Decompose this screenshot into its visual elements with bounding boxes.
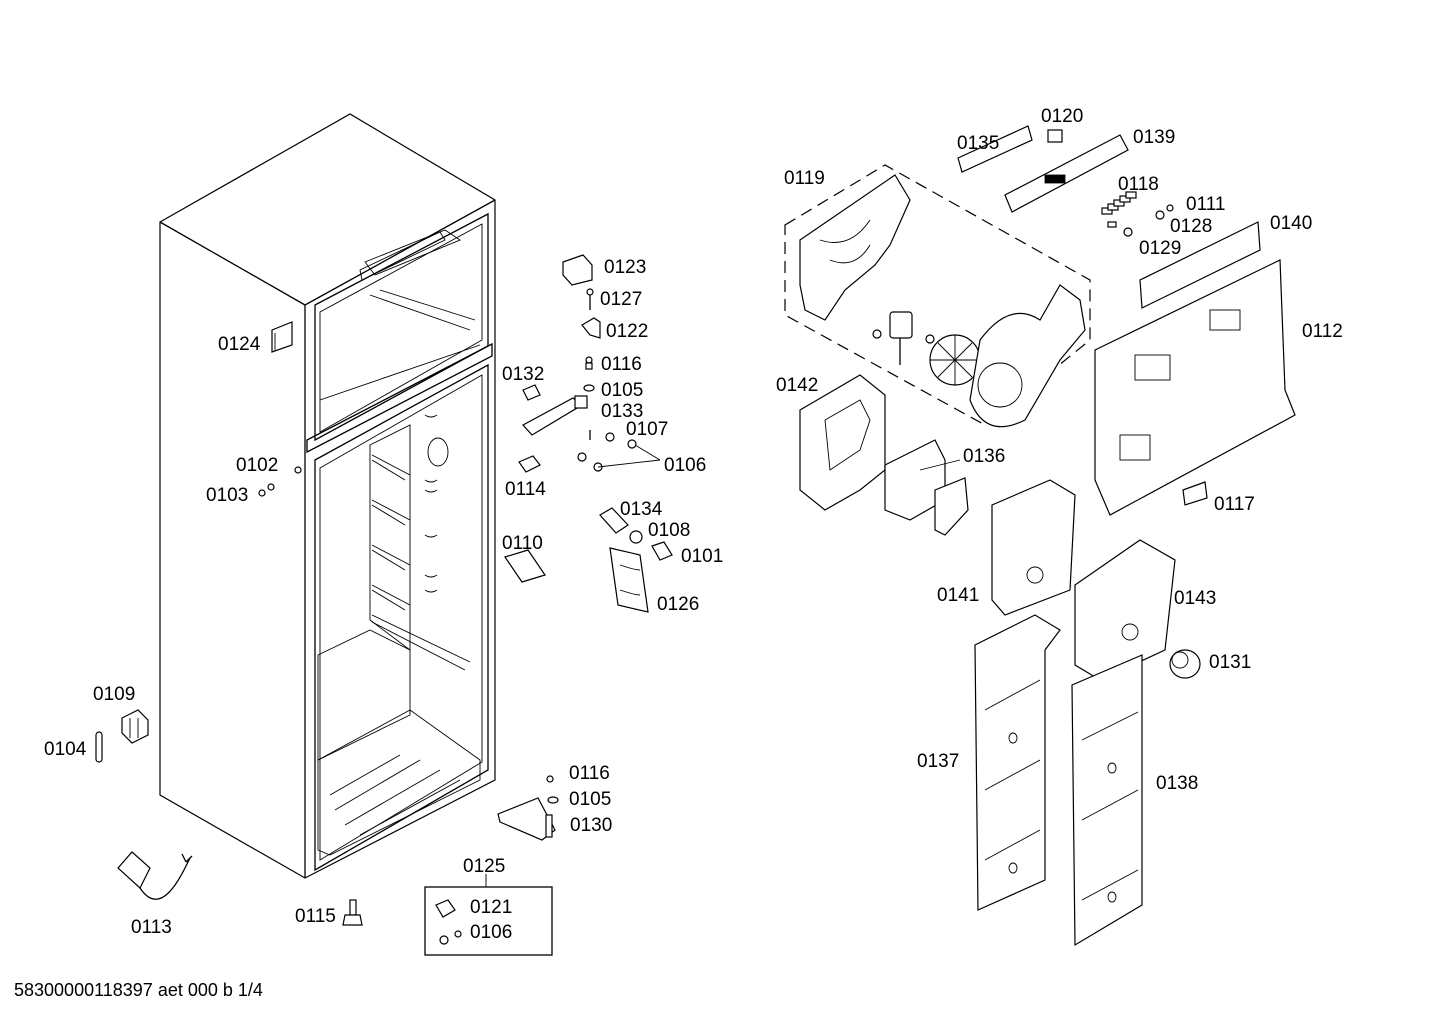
label-0106-bottom: 0106 [470, 922, 512, 943]
part-0140 [1139, 221, 1261, 309]
label-0130: 0130 [570, 815, 612, 836]
label-0142: 0142 [776, 375, 818, 396]
label-0107: 0107 [626, 419, 668, 440]
label-0108: 0108 [648, 520, 690, 541]
part-0137 [974, 614, 1061, 911]
label-0123: 0123 [604, 257, 646, 278]
label-0129: 0129 [1139, 238, 1181, 259]
label-0114: 0114 [505, 479, 546, 500]
label-0143: 0143 [1174, 588, 1216, 609]
label-0101: 0101 [681, 546, 723, 567]
part-0141 [991, 479, 1076, 616]
label-0137: 0137 [917, 751, 959, 772]
part-0113-power-cable [117, 851, 193, 900]
label-0125: 0125 [463, 856, 505, 877]
label-0111: 0111 [1186, 194, 1225, 215]
part-0124 [271, 321, 293, 353]
label-0122: 0122 [606, 321, 648, 342]
label-0134: 0134 [620, 499, 663, 520]
label-0136: 0136 [963, 446, 1005, 467]
part-0112-rear-panel [1094, 259, 1296, 516]
label-0116-top: 0116 [601, 354, 642, 375]
label-0117: 0117 [1214, 494, 1255, 515]
label-0106-top: 0106 [664, 455, 706, 476]
label-0105-bottom: 0105 [569, 789, 611, 810]
label-0124: 0124 [218, 334, 261, 355]
part-0115-foot [342, 899, 363, 926]
label-0110: 0110 [502, 533, 543, 554]
label-0135: 0135 [957, 133, 999, 154]
part-0109 [121, 709, 149, 744]
part-0119-fan-assembly [784, 164, 1091, 428]
label-0103: 0103 [206, 485, 248, 506]
part-0102-0103 [258, 466, 302, 497]
part-0120 [1047, 129, 1063, 143]
label-0139: 0139 [1133, 127, 1175, 148]
part-0125-kit-box [424, 874, 553, 956]
document-footer-id: 58300000118397 aet 000 b 1/4 [14, 980, 263, 1000]
fridge-cabinet [159, 113, 496, 879]
label-0128: 0128 [1170, 216, 1212, 237]
label-0102: 0102 [236, 455, 278, 476]
label-0138: 0138 [1156, 773, 1198, 794]
label-0119: 0119 [784, 168, 825, 189]
label-0141: 0141 [937, 585, 979, 606]
label-0112: 0112 [1302, 321, 1343, 342]
label-0120: 0120 [1041, 106, 1083, 127]
label-0121: 0121 [470, 897, 512, 918]
label-0118: 0118 [1118, 174, 1159, 195]
part-0142 [799, 374, 886, 511]
label-0133: 0133 [601, 401, 643, 422]
hinge-parts [497, 254, 673, 841]
label-0104: 0104 [44, 739, 87, 760]
label-0116-bottom: 0116 [569, 763, 610, 784]
label-0113: 0113 [131, 917, 172, 938]
label-0126: 0126 [657, 594, 699, 615]
part-labels: 0124 0102 0103 0109 0104 0113 0115 0123 … [44, 106, 1343, 943]
part-0143 [1074, 539, 1176, 681]
label-0105-top: 0105 [601, 380, 643, 401]
part-0139-control-board [1004, 134, 1129, 213]
part-0117 [1182, 481, 1208, 506]
label-0131: 0131 [1209, 652, 1251, 673]
part-0104 [95, 731, 103, 763]
part-0118-0129-small [1101, 191, 1174, 237]
label-0127: 0127 [600, 289, 642, 310]
part-0136 [884, 439, 969, 536]
part-0135 [957, 125, 1033, 173]
label-0140: 0140 [1270, 213, 1312, 234]
part-0138 [1071, 654, 1143, 947]
part-0131 [1169, 649, 1201, 679]
label-0115: 0115 [295, 906, 336, 927]
label-0109: 0109 [93, 684, 135, 705]
label-0132: 0132 [502, 364, 544, 385]
